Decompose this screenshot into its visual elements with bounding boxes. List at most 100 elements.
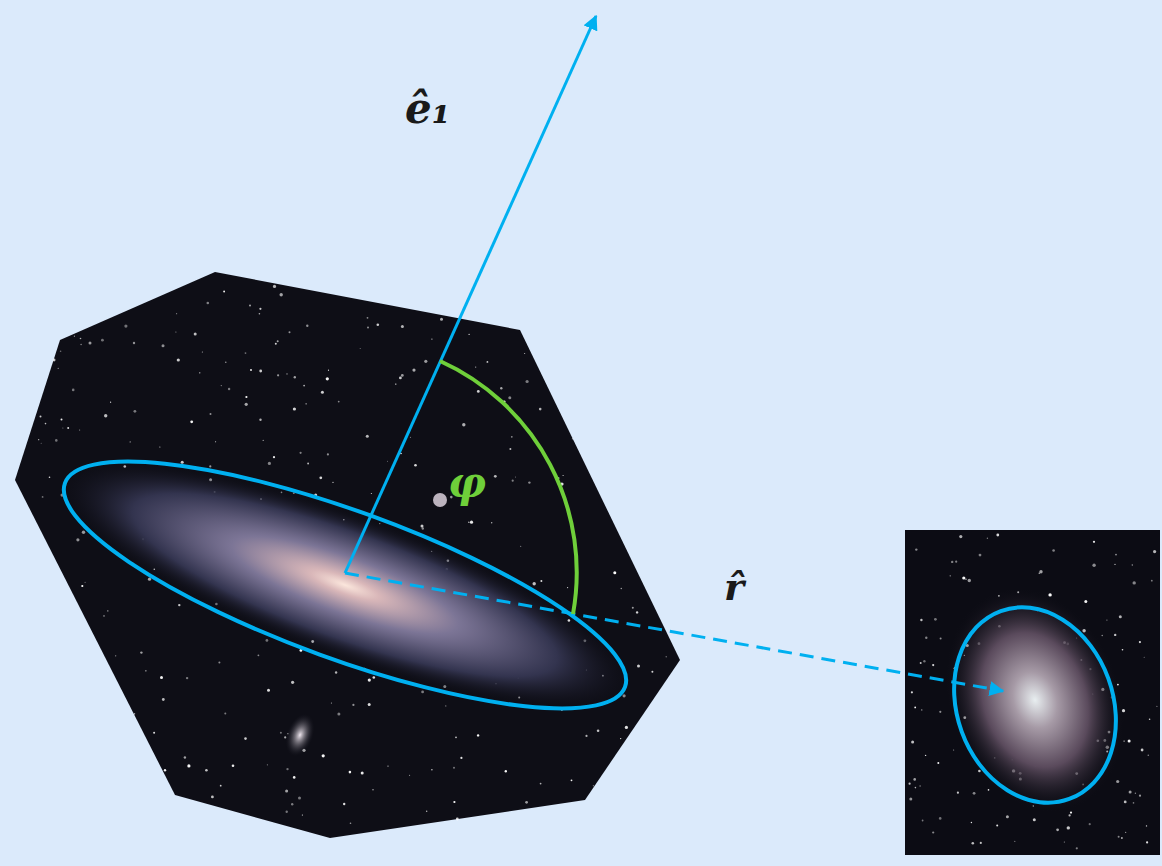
star [913, 778, 916, 781]
star [245, 352, 247, 354]
star [190, 420, 193, 423]
star [487, 361, 489, 363]
star [401, 374, 404, 377]
star [332, 482, 333, 483]
star [1102, 635, 1103, 636]
star [223, 291, 225, 293]
star [1139, 641, 1141, 643]
star [445, 705, 446, 706]
star [909, 797, 912, 800]
andromeda-photo [15, 272, 680, 838]
star [1093, 541, 1095, 543]
star [571, 779, 573, 781]
star [932, 664, 934, 666]
star [620, 738, 621, 739]
star [293, 407, 296, 410]
star [303, 385, 305, 387]
star [259, 370, 262, 373]
star [475, 367, 476, 368]
star [979, 554, 982, 557]
star [987, 538, 988, 539]
star [921, 709, 922, 710]
star [1084, 600, 1087, 603]
star [327, 453, 329, 455]
star [1089, 823, 1091, 825]
star [159, 447, 160, 448]
star [563, 475, 564, 476]
star [412, 369, 415, 372]
star [1121, 837, 1123, 839]
star [275, 343, 277, 345]
star [176, 313, 177, 314]
star [515, 476, 516, 477]
vector-label: ê₁ [405, 88, 450, 130]
star [338, 401, 340, 403]
star [352, 704, 354, 706]
star [1052, 549, 1055, 552]
star [328, 370, 329, 371]
star [925, 637, 927, 639]
star [110, 402, 111, 403]
star [1070, 812, 1072, 814]
direction-vector [345, 573, 1003, 691]
star [267, 764, 268, 765]
star [322, 754, 325, 757]
star [971, 822, 972, 823]
star [920, 662, 922, 664]
star [525, 801, 528, 804]
star [218, 662, 220, 664]
satellite-galaxy [433, 493, 447, 507]
star [925, 755, 926, 756]
star [585, 735, 587, 737]
star [1033, 818, 1036, 821]
star [80, 338, 82, 340]
star [932, 831, 934, 833]
star [277, 374, 279, 376]
star [533, 582, 536, 585]
star [1132, 564, 1133, 565]
star [424, 360, 427, 363]
star [1067, 826, 1070, 829]
star [1114, 634, 1116, 636]
star [1039, 570, 1042, 573]
star [1153, 550, 1156, 553]
star [273, 456, 275, 458]
star [1116, 780, 1119, 783]
star [258, 654, 260, 656]
star [377, 324, 380, 327]
axis-vector [345, 16, 596, 573]
star [923, 660, 925, 662]
star [395, 383, 396, 384]
satellite-galaxy [280, 710, 319, 760]
star [951, 561, 953, 563]
star [76, 538, 79, 541]
star [666, 656, 667, 657]
star [177, 358, 180, 361]
star [520, 546, 521, 547]
star [273, 285, 276, 288]
star [508, 396, 511, 399]
star [286, 373, 287, 374]
star [1115, 554, 1117, 556]
star [250, 369, 252, 371]
galaxy-outline [40, 414, 651, 757]
star [79, 429, 80, 430]
star [914, 707, 916, 709]
star [207, 302, 210, 305]
star [524, 353, 525, 354]
star [509, 448, 511, 450]
star [1133, 802, 1135, 804]
star [249, 304, 251, 306]
star [988, 789, 990, 791]
star [228, 388, 230, 390]
star [934, 618, 937, 621]
star [500, 387, 502, 389]
star [286, 768, 288, 770]
star [919, 785, 920, 786]
star [350, 823, 352, 825]
star [361, 772, 364, 775]
star [300, 452, 302, 454]
star [1124, 801, 1127, 804]
star [45, 423, 47, 425]
triangulum-glow [916, 563, 1154, 837]
